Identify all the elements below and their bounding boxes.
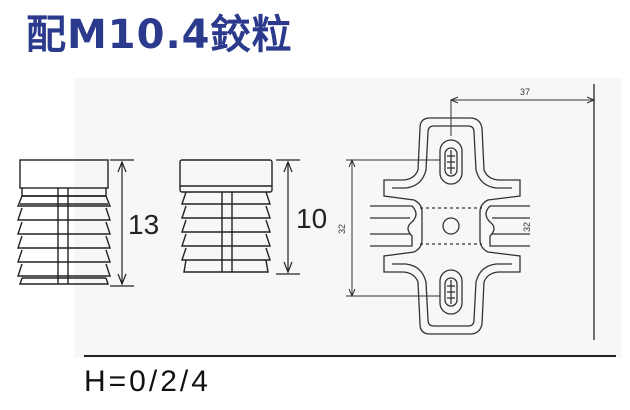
tall-pin-dimension-line: [110, 159, 134, 287]
hole-spacing-label: 32: [522, 222, 532, 232]
short-pin-height-label: 10: [296, 203, 328, 234]
technical-drawing-background: [74, 78, 622, 358]
plate-height-label: 32: [337, 224, 347, 234]
tall-dowel-pin: [16, 159, 112, 285]
page-title: 配M10.4鉸粒: [26, 12, 293, 58]
plate-height-dimension: [346, 158, 440, 298]
short-dowel-pin: [179, 159, 273, 273]
plate-width-dimension: [449, 96, 596, 136]
plate-width-label: 37: [520, 87, 530, 97]
tall-pin-height-label: 13: [128, 209, 160, 240]
short-pin-dimension-line: [276, 159, 300, 275]
mounting-plate: [370, 117, 530, 335]
height-options-formula: H=0/2/4: [84, 365, 211, 398]
